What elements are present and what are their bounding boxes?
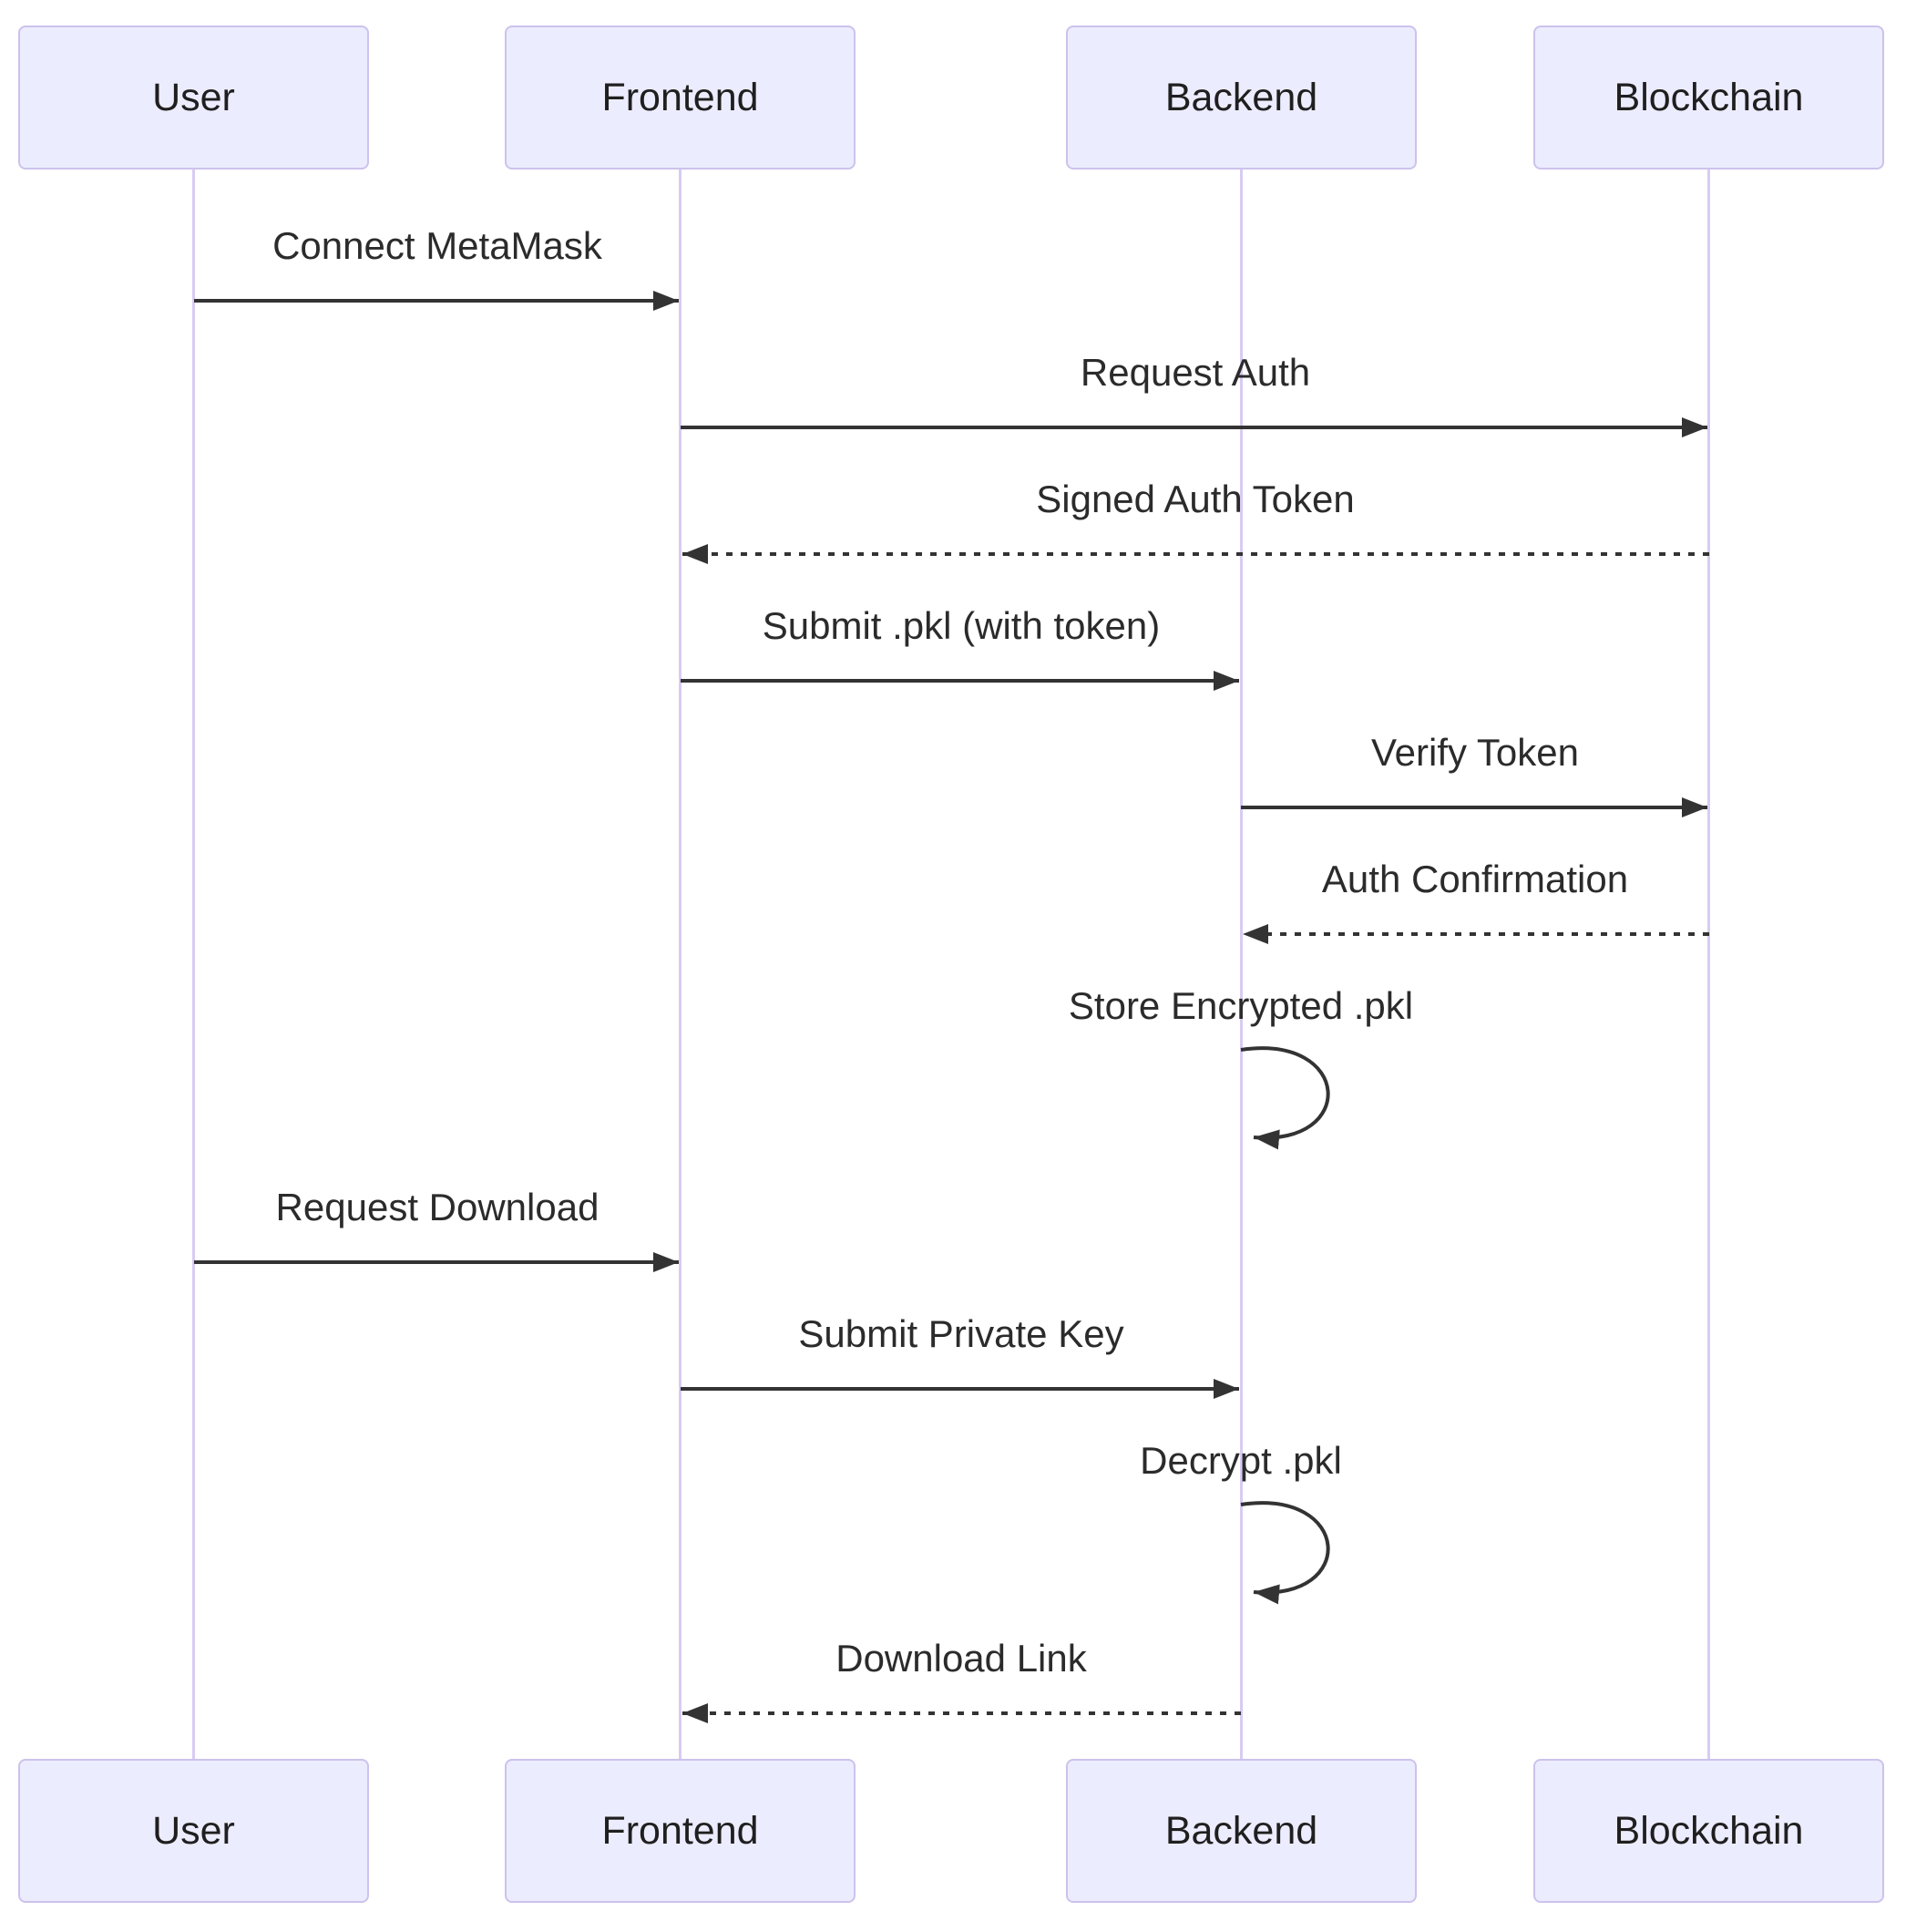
lifeline-user bbox=[192, 170, 195, 1759]
message-label: Submit .pkl (with token) bbox=[762, 604, 1161, 647]
message-label: Download Link bbox=[835, 1637, 1087, 1680]
actor-bottom-frontend: Frontend bbox=[505, 1759, 856, 1903]
lifeline-blockchain bbox=[1707, 170, 1710, 1759]
actor-top-blockchain: Blockchain bbox=[1533, 26, 1884, 170]
actor-label: Blockchain bbox=[1614, 1808, 1804, 1853]
message-label: Store Encrypted .pkl bbox=[1068, 984, 1414, 1027]
actor-label: Frontend bbox=[601, 75, 759, 119]
self-loop-decrypt-pkl bbox=[1240, 1501, 1330, 1605]
self-loop-store-encrypted-pkl bbox=[1240, 1046, 1330, 1150]
lifeline-frontend bbox=[679, 170, 681, 1759]
actor-label: Backend bbox=[1164, 75, 1318, 119]
message-label: Signed Auth Token bbox=[1036, 478, 1355, 520]
message-label: Request Auth bbox=[1080, 351, 1311, 394]
message-label: Submit Private Key bbox=[798, 1312, 1124, 1355]
message-label: Auth Confirmation bbox=[1321, 858, 1629, 900]
actor-top-user: User bbox=[18, 26, 369, 170]
actor-bottom-blockchain: Blockchain bbox=[1533, 1759, 1884, 1903]
actor-label: Frontend bbox=[601, 1808, 759, 1853]
message-label: Decrypt .pkl bbox=[1140, 1439, 1342, 1482]
actor-bottom-user: User bbox=[18, 1759, 369, 1903]
actor-bottom-backend: Backend bbox=[1066, 1759, 1417, 1903]
actor-label: User bbox=[152, 1808, 235, 1853]
message-label: Request Download bbox=[275, 1186, 599, 1228]
actor-top-frontend: Frontend bbox=[505, 26, 856, 170]
message-label: Connect MetaMask bbox=[272, 224, 602, 267]
message-label: Verify Token bbox=[1370, 731, 1580, 774]
lifeline-backend bbox=[1240, 170, 1243, 1759]
actor-label: Backend bbox=[1164, 1808, 1318, 1853]
actor-label: User bbox=[152, 75, 235, 119]
actor-label: Blockchain bbox=[1614, 75, 1804, 119]
actor-top-backend: Backend bbox=[1066, 26, 1417, 170]
